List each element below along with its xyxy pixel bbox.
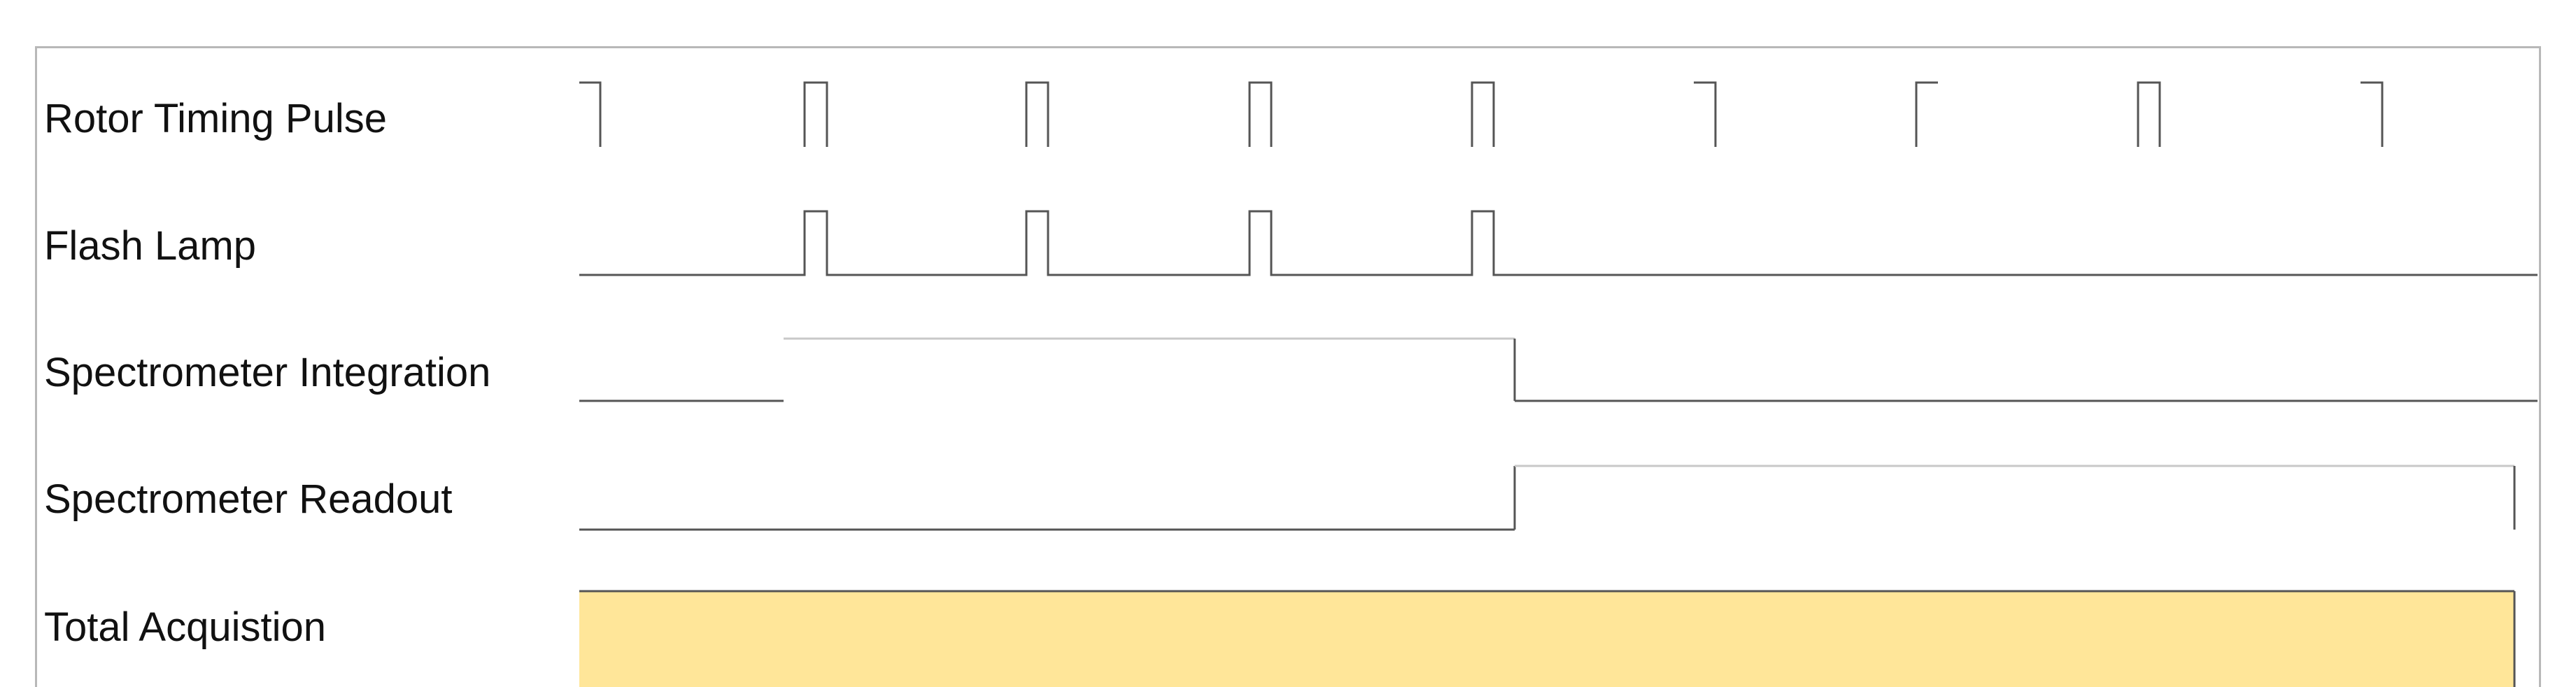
spectrometer-integration-trace [579,337,2538,402]
diagram-frame [35,46,2541,687]
flash-lamp-trace [579,210,2538,276]
label-flash-lamp: Flash Lamp [44,223,257,269]
label-spectrometer-integration: Spectrometer Integration [44,350,491,395]
label-rotor-timing-pulse: Rotor Timing Pulse [44,96,387,141]
rotor-pulse-8 [2137,81,2161,147]
rotor-pulse-7 [1915,81,1938,147]
rotor-pulse-9 [2361,81,2384,147]
label-spectrometer-readout: Spectrometer Readout [44,476,453,522]
rotor-pulse-1 [579,81,602,147]
rotor-timing-pulse-trace [579,81,2384,147]
rotor-pulse-2 [803,81,828,147]
label-total-acquisition: Total Acquistion [44,604,327,650]
spectrometer-readout-trace [579,465,2516,531]
rotor-pulse-3 [1025,81,1049,147]
rotor-pulse-5 [1471,81,1495,147]
total-acquisition-bar [579,591,2514,687]
rotor-pulse-4 [1248,81,1273,147]
rotor-pulse-6 [1694,81,1717,147]
